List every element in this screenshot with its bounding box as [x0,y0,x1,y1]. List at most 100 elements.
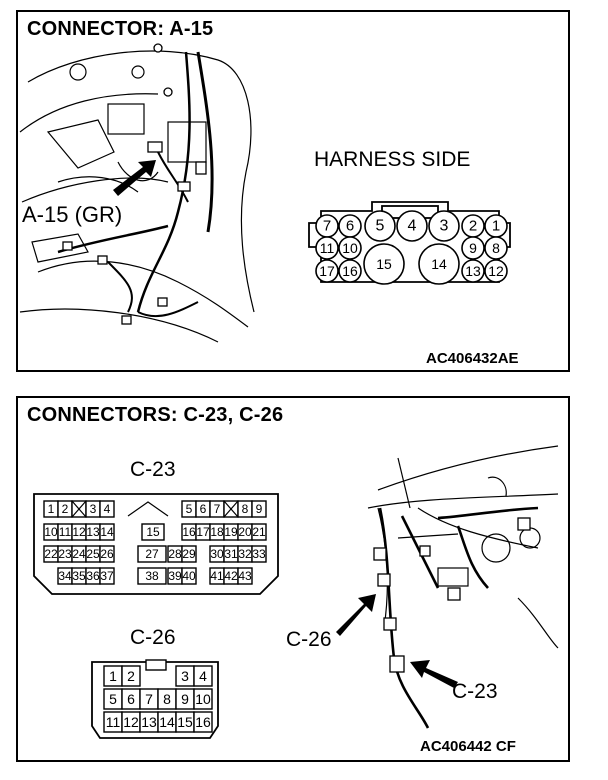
c26-terminal [193,688,213,710]
a15-terminal-label: 14 [431,256,447,272]
c23-terminal-label: 24 [72,547,86,561]
c23-terminal-label: 17 [196,525,210,539]
c23-terminal [99,523,115,541]
c23-terminal-label: 8 [242,502,249,516]
c23-terminal-label: 14 [100,525,114,539]
c23-terminal-label: 30 [210,547,224,561]
a15-terminal-label: 6 [346,218,354,235]
a15-terminal [363,243,405,285]
c23-terminal [137,567,167,585]
a15-terminal-label: 15 [376,256,392,272]
c23-terminal-label: 23 [58,547,72,561]
c26-terminal [193,665,213,687]
c23-blank-terminal-mark [71,500,87,518]
c23-terminal [99,545,115,563]
a15-terminal-label: 11 [320,240,335,256]
a15-terminal [418,243,460,285]
c23-terminal [237,567,253,585]
a15-terminal [428,210,460,242]
c23-terminal-label: 22 [44,547,58,561]
a15-terminal-label: 9 [469,240,477,256]
c23-terminal-label: 32 [238,547,252,561]
c23-terminal-label: 3 [90,502,97,516]
c26-terminal-label: 11 [106,714,121,730]
c23-terminal-label: 19 [224,525,238,539]
c23-pointer-label: C-23 [452,680,498,703]
c23-terminal-label: 15 [146,525,160,539]
a15-terminal-label: 13 [465,263,481,279]
c26-terminal-label: 16 [195,714,211,730]
c26-terminal-label: 12 [123,714,139,730]
panel-title-c23-c26: CONNECTORS: C-23, C-26 [27,404,284,426]
c23-terminal-label: 39 [168,569,182,583]
c23-terminal-label: 21 [252,525,266,539]
c23-terminal-label: 12 [72,525,86,539]
c23-terminal [251,500,267,518]
c23-blank-terminal-mark [223,500,239,518]
c23-terminal-label: 31 [224,547,238,561]
a15-terminal [484,259,508,283]
a15-terminal [484,236,508,260]
c23-terminal-label: 42 [224,569,238,583]
c23-connector-label: C-23 [130,458,176,481]
c26-terminal [193,711,213,733]
c26-terminal-label: 3 [181,668,189,684]
c23-terminal-label: 29 [182,547,196,561]
c26-terminal [121,665,141,687]
c23-terminal [181,545,197,563]
c23-terminal-label: 43 [238,569,252,583]
c23-terminal-label: 7 [214,502,221,516]
c26-connector-label: C-26 [130,626,176,649]
a15-terminal-label: 2 [469,218,477,235]
c23-terminal-label: 16 [182,525,196,539]
a15-terminal-label: 16 [342,263,358,279]
a15-terminal [364,210,396,242]
c23-terminal-label: 33 [252,547,266,561]
c26-terminal-label: 4 [199,668,207,684]
a15-terminal [338,259,362,283]
a15-terminal [396,210,428,242]
c23-terminal-label: 11 [59,525,72,539]
c23-terminal [99,500,115,518]
a15-terminal [315,259,339,283]
c26-pointer-label: C-26 [286,628,332,651]
c26-key-notch [145,659,167,671]
c26-terminal-label: 15 [177,714,193,730]
figure-code-c23-c26: AC406442 CF [420,738,516,755]
c23-terminal [251,523,267,541]
c26-terminal-label: 14 [159,714,175,730]
c23-terminal-label: 34 [58,569,72,583]
c23-terminal-label: 35 [72,569,86,583]
c26-terminal-label: 9 [181,691,189,707]
c23-terminal-label: 27 [145,547,159,561]
c23-terminal-label: 5 [186,502,193,516]
a15-terminal-label: 5 [376,218,385,235]
c26-terminal-label: 5 [109,691,117,707]
c26-terminal-label: 2 [127,668,135,684]
c23-terminal-label: 25 [86,547,100,561]
figure-code-a15: AC406432AE [426,350,519,367]
c26-terminal-label: 8 [163,691,171,707]
c23-terminal-label: 1 [48,502,55,516]
c23-terminal-label: 4 [104,502,111,516]
c23-terminal-label: 36 [86,569,100,583]
c23-terminal-label: 10 [44,525,58,539]
c23-terminal-label: 28 [168,547,182,561]
c23-terminal [251,545,267,563]
c23-terminal [99,567,115,585]
a15-terminal [315,236,339,260]
c23-terminal-label: 26 [100,547,114,561]
c26-terminal-label: 13 [141,714,157,730]
c26-terminal-label: 10 [195,691,211,707]
c26-terminal-label: 1 [109,668,117,684]
c23-terminal-label: 41 [210,569,224,583]
harness-side-label: HARNESS SIDE [314,148,471,171]
c23-terminal-label: 37 [100,569,114,583]
c23-terminal-label: 2 [62,502,69,516]
a15-terminal-label: 1 [492,218,500,235]
